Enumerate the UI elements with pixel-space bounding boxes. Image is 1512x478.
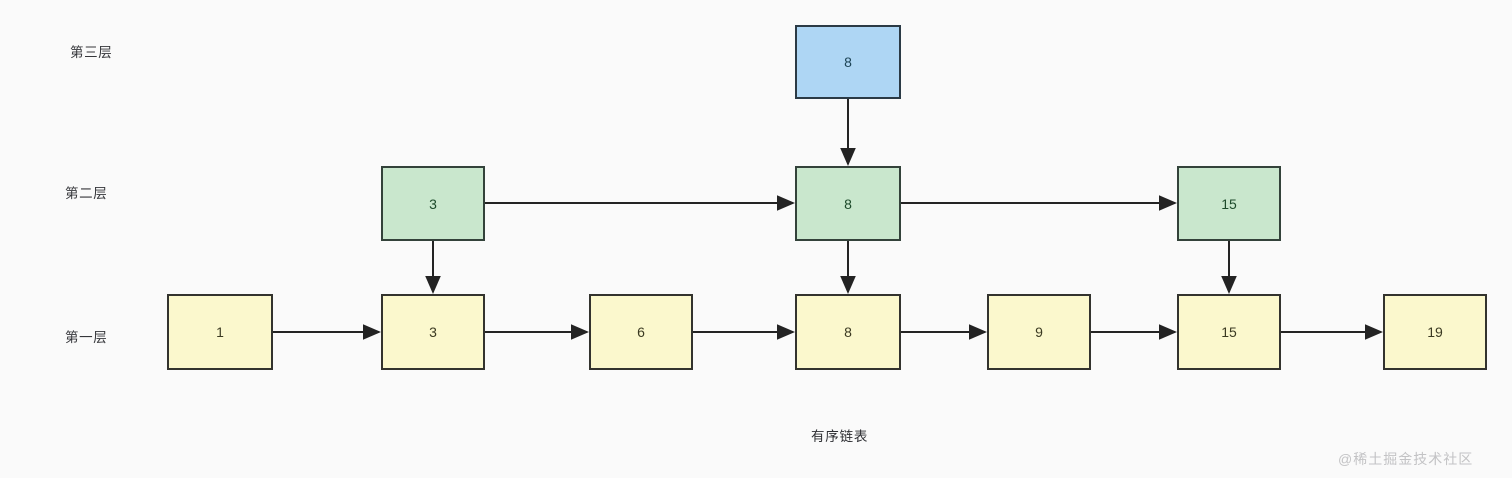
node-l1-19[interactable]: 19 bbox=[1383, 294, 1487, 370]
diagram-caption: 有序链表 bbox=[811, 429, 869, 444]
node-value-label: 8 bbox=[844, 324, 852, 340]
node-l1-15[interactable]: 15 bbox=[1177, 294, 1281, 370]
node-value-label: 6 bbox=[637, 324, 645, 340]
node-value-label: 3 bbox=[429, 324, 437, 340]
node-l2-3[interactable]: 3 bbox=[381, 166, 485, 241]
node-value-label: 15 bbox=[1221, 324, 1237, 340]
node-value-label: 3 bbox=[429, 195, 437, 212]
watermark-label: @稀土掘金技术社区 bbox=[1338, 451, 1474, 467]
layer-label-level3: 第三层 bbox=[70, 45, 113, 60]
node-value-label: 19 bbox=[1427, 324, 1443, 340]
node-value-label: 8 bbox=[844, 54, 852, 70]
node-l1-3[interactable]: 3 bbox=[381, 294, 485, 370]
node-l1-8[interactable]: 8 bbox=[795, 294, 901, 370]
node-l1-6[interactable]: 6 bbox=[589, 294, 693, 370]
node-value-label: 9 bbox=[1035, 324, 1043, 340]
layer-label-level1: 第一层 bbox=[65, 330, 108, 345]
node-value-label: 8 bbox=[844, 195, 852, 212]
node-l1-1[interactable]: 1 bbox=[167, 294, 273, 370]
layer-label-level2: 第二层 bbox=[65, 186, 108, 201]
node-l1-9[interactable]: 9 bbox=[987, 294, 1091, 370]
node-l2-15[interactable]: 15 bbox=[1177, 166, 1281, 241]
node-value-label: 1 bbox=[216, 324, 224, 340]
node-l3-8[interactable]: 8 bbox=[795, 25, 901, 99]
node-l2-8[interactable]: 8 bbox=[795, 166, 901, 241]
node-value-label: 15 bbox=[1221, 195, 1237, 212]
